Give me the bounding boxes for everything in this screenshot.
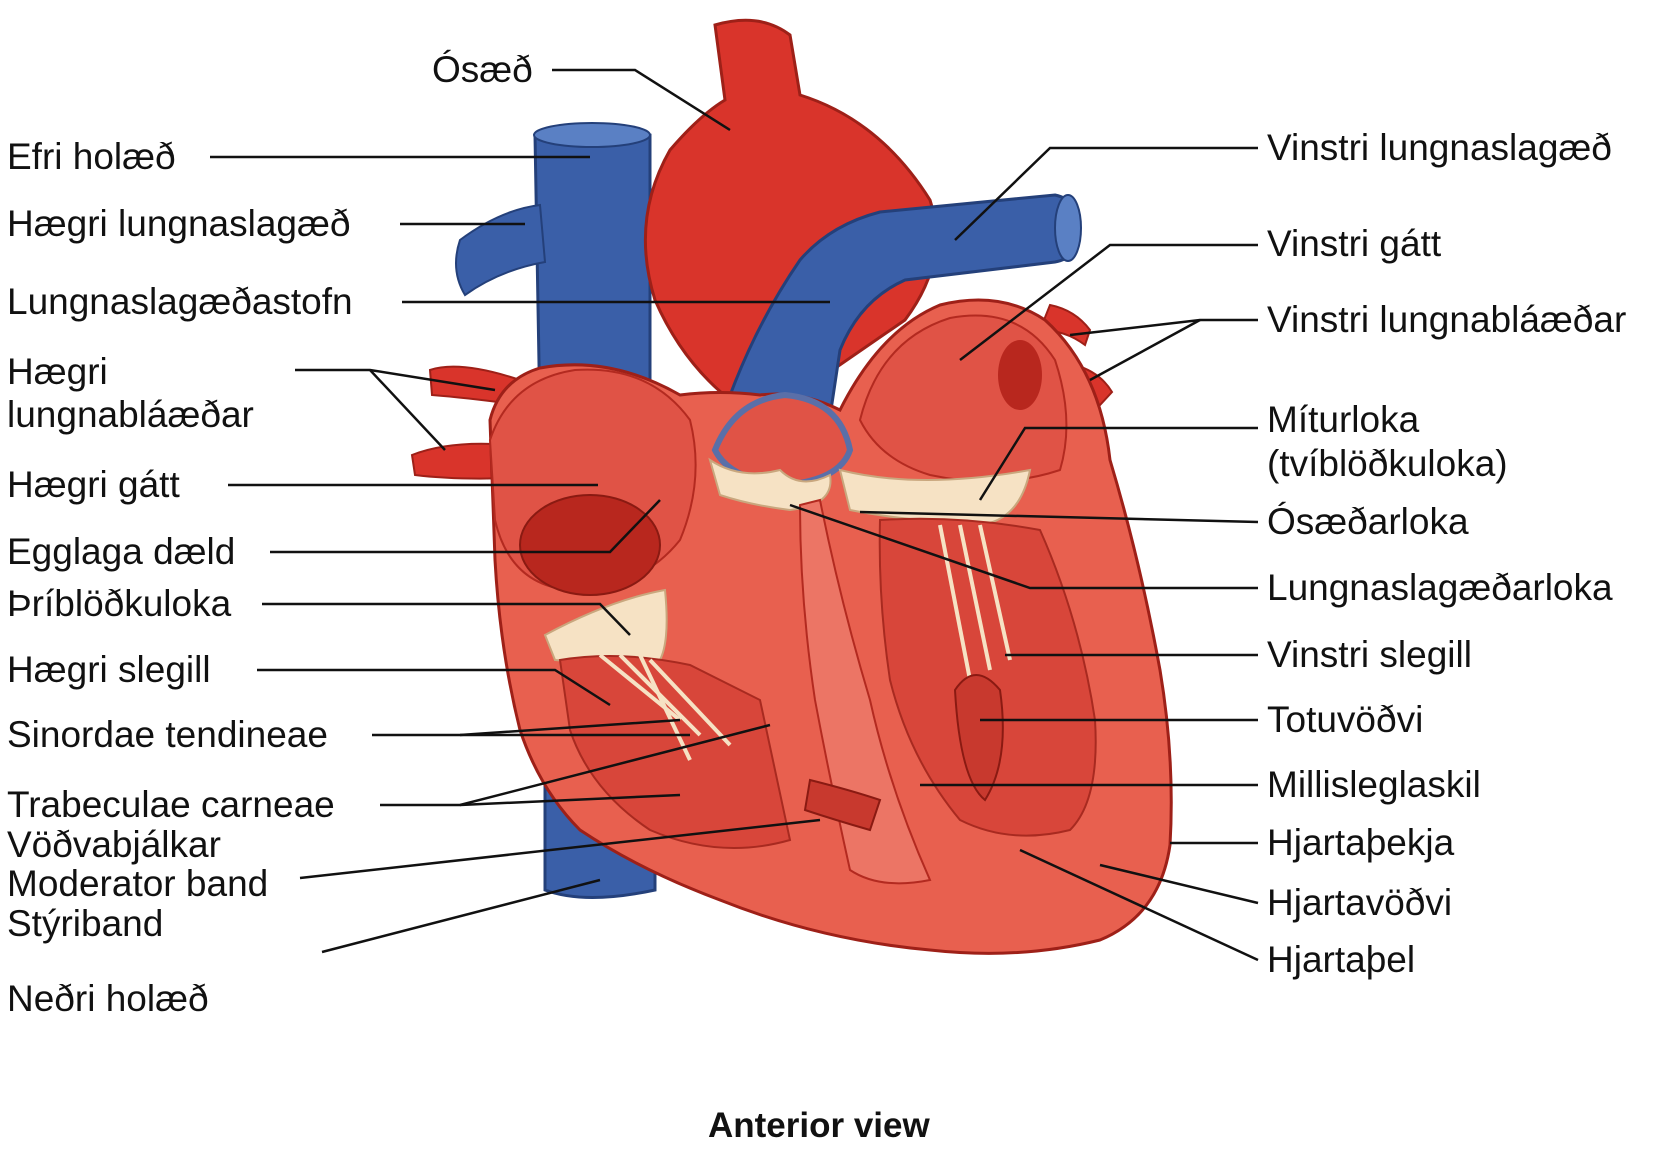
right-pulmonary-artery [455, 203, 547, 297]
label-myocardium: Hjartavöðvi [1267, 882, 1453, 923]
label-moderator-band: Moderator band [7, 863, 269, 904]
label-right-pulmonary-veins-1: Hægri [7, 351, 108, 392]
label-pulmonary-trunk: Lungnaslagæðastofn [7, 281, 353, 322]
label-interventricular-septum: Millisleglaskil [1267, 764, 1481, 805]
label-chordae-tendineae: Sinordae tendineae [7, 714, 328, 755]
left-ventricle-cavity [878, 517, 1097, 837]
label-right-pulmonary-artery: Hægri lungnaslagæð [7, 203, 351, 244]
moderator-band-shape [803, 778, 882, 832]
label-pulmonary-valve: Lungnaslagæðarloka [1267, 567, 1613, 608]
label-left-ventricle: Vinstri slegill [1267, 634, 1472, 675]
label-fossa-ovalis: Egglaga dæld [7, 531, 236, 572]
label-mitral-valve-2: (tvíblöðkuloka) [1267, 443, 1508, 484]
fossa-ovalis [519, 494, 661, 596]
label-superior-vena-cava: Efri holæð [7, 136, 176, 177]
label-left-pulmonary-veins: Vinstri lungnabláæðar [1267, 299, 1627, 340]
label-left-atrium: Vinstri gátt [1267, 223, 1442, 264]
label-papillary-muscle: Totuvöðvi [1267, 699, 1424, 740]
label-aorta: Ósæð [432, 49, 533, 90]
label-epicardium: Hjartaþekja [1267, 822, 1455, 863]
valve-area-aortic [708, 457, 832, 512]
label-aortic-valve: Ósæðarloka [1267, 501, 1469, 542]
chordae-right [598, 653, 732, 761]
label-right-pulmonary-veins-2: lungnabláæðar [7, 394, 254, 435]
label-right-ventricle: Hægri slegill [7, 649, 211, 690]
left-pulmonary-artery-opening [1054, 194, 1082, 262]
aorta [643, 18, 938, 422]
caption: Anterior view [708, 1106, 930, 1145]
label-moderator-band-is: Stýriband [7, 903, 164, 944]
valve-area-mitral [838, 468, 1032, 527]
right-ventricle-cavity [558, 655, 792, 849]
label-trabeculae-is: Vöðvabjálkar [7, 824, 221, 865]
label-inferior-vena-cava: Neðri holæð [7, 978, 209, 1019]
label-trabeculae-carneae: Trabeculae carneae [7, 784, 335, 825]
label-tricuspid-valve: Þríblöðkuloka [7, 583, 232, 624]
label-right-atrium: Hægri gátt [7, 464, 180, 505]
leader-lines [210, 68, 1259, 962]
label-left-pulmonary-artery: Vinstri lungnaslagæð [1267, 127, 1612, 168]
label-endocardium: Hjartaþel [1267, 939, 1416, 980]
left-atrium-opening [998, 340, 1042, 410]
chordae-left [938, 524, 1012, 681]
papillary-muscle-shape [953, 674, 1004, 802]
superior-vena-cava-opening [533, 122, 651, 148]
label-mitral-valve-1: Míturloka [1267, 399, 1420, 440]
